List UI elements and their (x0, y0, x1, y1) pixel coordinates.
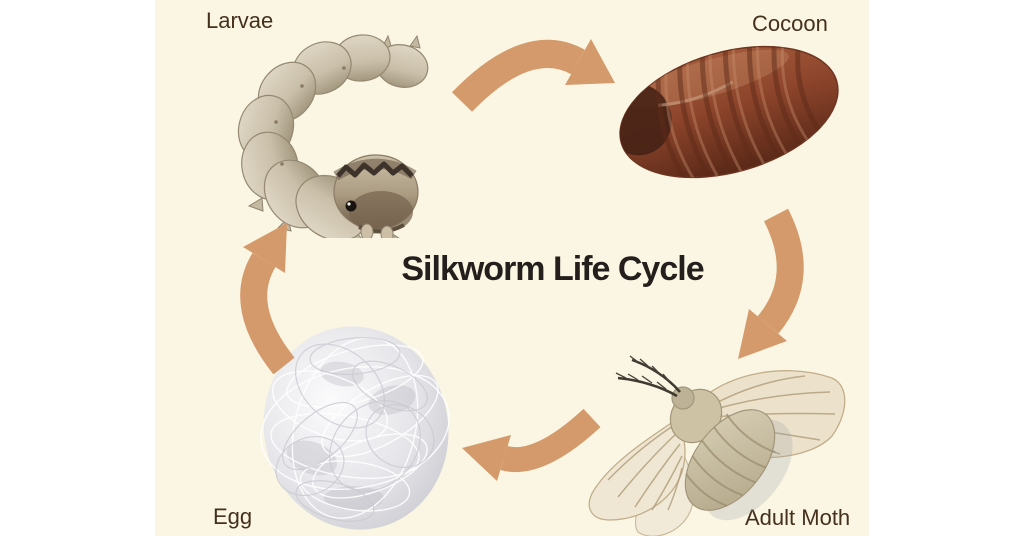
arrow-larvae-to-cocoon (451, 39, 615, 112)
adult-moth-label: Adult Moth (745, 505, 851, 530)
egg-label: Egg (213, 504, 253, 529)
larvae-label: Larvae (206, 8, 274, 33)
larva-illustration (237, 34, 429, 238)
arrow-adult-moth-to-egg (462, 408, 601, 481)
arrow-cocoon-to-adult-moth (738, 208, 804, 359)
adult-moth-illustration (588, 355, 846, 536)
arrow-egg-to-larvae (240, 223, 295, 374)
egg-illustration (260, 326, 450, 530)
diagram-title: Silkworm Life Cycle (401, 250, 704, 288)
cocoon-label: Cocoon (752, 11, 828, 36)
cocoon-pupa-illustration (605, 44, 839, 184)
